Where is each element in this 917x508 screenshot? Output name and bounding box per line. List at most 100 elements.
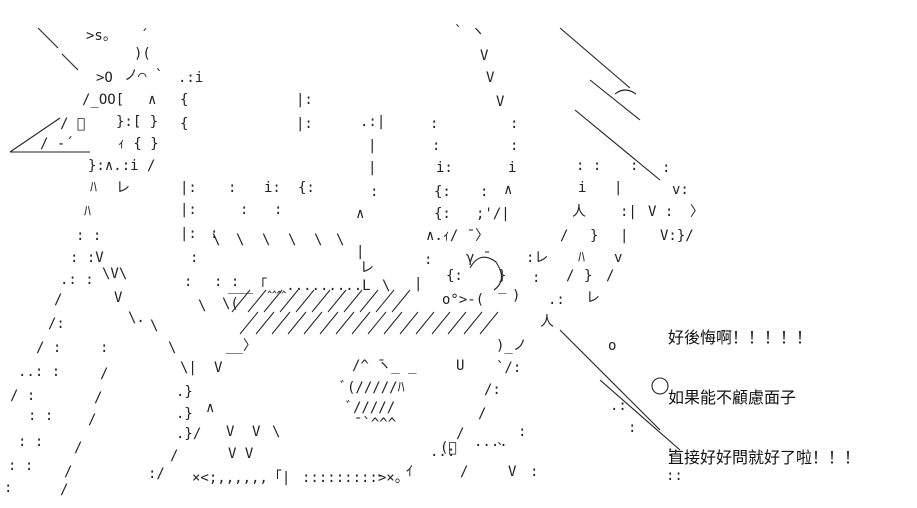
svg-text:i:: i:	[264, 180, 281, 196]
svg-text::: :	[424, 252, 432, 268]
svg-text::: :	[430, 116, 438, 132]
svg-text:/^ ̄ヽ_ _: /^ ̄ヽ_ _	[352, 358, 417, 374]
svg-text:): )	[512, 288, 520, 304]
svg-text:V: V	[508, 464, 517, 480]
svg-text::: :	[190, 250, 198, 266]
svg-text:ﾞ/////: ﾞ/////	[346, 400, 395, 416]
svg-text:\(: \(	[222, 296, 239, 312]
svg-text:人: 人	[572, 204, 586, 220]
svg-text:\: \	[382, 278, 390, 294]
right-diagonal-strokes: ` ヽ V V V : : : : i: i : : : : {: : ∧ i …	[424, 24, 704, 484]
svg-text:V :: V :	[648, 204, 673, 220]
svg-text:|: |	[356, 244, 364, 260]
svg-text:/: /	[460, 464, 468, 480]
svg-text:/: /	[100, 366, 108, 382]
svg-text::: :	[432, 138, 440, 154]
svg-text::: :	[240, 202, 248, 218]
svg-text::: :	[274, 202, 282, 218]
svg-text:ﾊ: ﾊ	[84, 204, 91, 220]
svg-text:´: ´	[140, 28, 148, 44]
svg-text::: :	[628, 420, 636, 436]
svg-text:/_OO[: /_OO[	[82, 92, 124, 108]
svg-text:̄ `^^^: ̄ `^^^	[354, 416, 396, 432]
svg-text:V V: V V	[228, 446, 254, 462]
ellipsis: ....	[474, 434, 508, 450]
svg-text:ｨ { }: ｨ { }	[118, 136, 159, 152]
svg-text:`: `	[496, 442, 504, 458]
speech-caption: 好後悔啊！！！！！ 如果能不顧慮面子 直接好好問就好了啦！！！	[668, 288, 860, 508]
svg-text::/: :/	[148, 466, 165, 482]
svg-text:∧: ∧	[206, 400, 214, 416]
svg-text:ｲ: ｲ	[406, 464, 413, 480]
bottom-row-left: ×<;,,,,,,「|	[192, 470, 290, 486]
svg-text:.}: .}	[176, 406, 193, 422]
svg-text:/ ﾞ: / ﾞ	[60, 116, 85, 132]
svg-text:/: /	[478, 406, 486, 422]
svg-text:: :V: : :V	[70, 250, 104, 266]
svg-text:V: V	[486, 70, 495, 86]
svg-text:/ :: / :	[10, 388, 35, 404]
svg-text:\: \	[314, 232, 322, 248]
svg-text:)(: )(	[134, 46, 151, 62]
svg-text:`/:: `/:	[496, 360, 521, 376]
svg-text:{:: {:	[434, 206, 451, 222]
svg-text:/ -´: / -´	[40, 136, 74, 152]
svg-text::: :	[510, 116, 518, 132]
svg-text:i:: i:	[436, 160, 453, 176]
svg-text:ﾊ: ﾊ	[578, 250, 585, 266]
svg-text::: :	[666, 444, 674, 460]
svg-text:{:: {:	[446, 268, 463, 284]
svg-text:レ: レ	[360, 260, 374, 276]
svg-text::: :	[228, 180, 236, 196]
svg-text:人: 人	[540, 314, 554, 330]
svg-text:V: V	[226, 424, 235, 440]
svg-text:/: /	[560, 228, 568, 244]
svg-text:.:|: .:|	[360, 114, 385, 130]
svg-text:V: V	[480, 48, 489, 64]
svg-text:\: \	[272, 424, 280, 440]
top-left-mark: >s。	[86, 28, 117, 44]
svg-text:|:: |:	[180, 202, 197, 218]
svg-text:\.: \.	[128, 310, 145, 326]
svg-text:.}: .}	[176, 384, 193, 400]
svg-text:V: V	[252, 424, 261, 440]
middle-left-structure: |: : i: {: |: : : |: : : : : : \ \ \ \| …	[148, 92, 385, 482]
left-creature-figure: >s。 ´ )( >O ノ⌒ ` .:i /_OO[ ∧ { / ﾞ }:[ }…	[4, 27, 203, 498]
svg-text:}:∧.:i /: }:∧.:i /	[88, 158, 155, 174]
svg-text:/: /	[456, 426, 464, 442]
svg-text:∧: ∧	[356, 206, 364, 222]
svg-text:{: {	[180, 116, 188, 132]
svg-text:〉: 〉	[690, 204, 704, 220]
svg-text:\|: \|	[180, 360, 197, 376]
svg-text:レ: レ	[116, 180, 130, 196]
svg-text:\: \	[150, 318, 158, 334]
svg-text::: :	[184, 274, 192, 290]
svg-text:/: /	[60, 482, 68, 498]
svg-text::: :	[630, 158, 638, 174]
svg-text:.}/: .}/	[176, 426, 201, 442]
svg-text:/: /	[64, 464, 72, 480]
svg-text:\: \	[288, 232, 296, 248]
svg-text:..:: ..:	[430, 444, 455, 460]
svg-text:|: |	[368, 138, 376, 154]
svg-text:)_ノ: )_ノ	[496, 338, 527, 354]
svg-text:{:: {:	[298, 180, 315, 196]
svg-text:レ: レ	[586, 290, 600, 306]
svg-text:/: /	[74, 440, 82, 456]
svg-text:ﾞ(/////ﾊ: ﾞ(/////ﾊ	[340, 380, 405, 396]
svg-text:V: V	[496, 94, 505, 110]
svg-text:>O: >O	[96, 70, 113, 86]
svg-text:|:: |:	[180, 180, 197, 196]
svg-text:: :: : :	[76, 228, 101, 244]
svg-text:}:[ }: }:[ }	[116, 114, 158, 130]
svg-text::: :	[532, 270, 540, 286]
svg-text::: :	[510, 138, 518, 154]
svg-text:/:: /:	[484, 382, 501, 398]
svg-text:\: \	[236, 232, 244, 248]
svg-text:‾: ‾	[498, 292, 507, 308]
svg-text::: :	[662, 160, 670, 176]
svg-text::: :	[530, 464, 538, 480]
svg-text:/: /	[88, 412, 96, 428]
svg-text:.:: .:	[548, 292, 565, 308]
